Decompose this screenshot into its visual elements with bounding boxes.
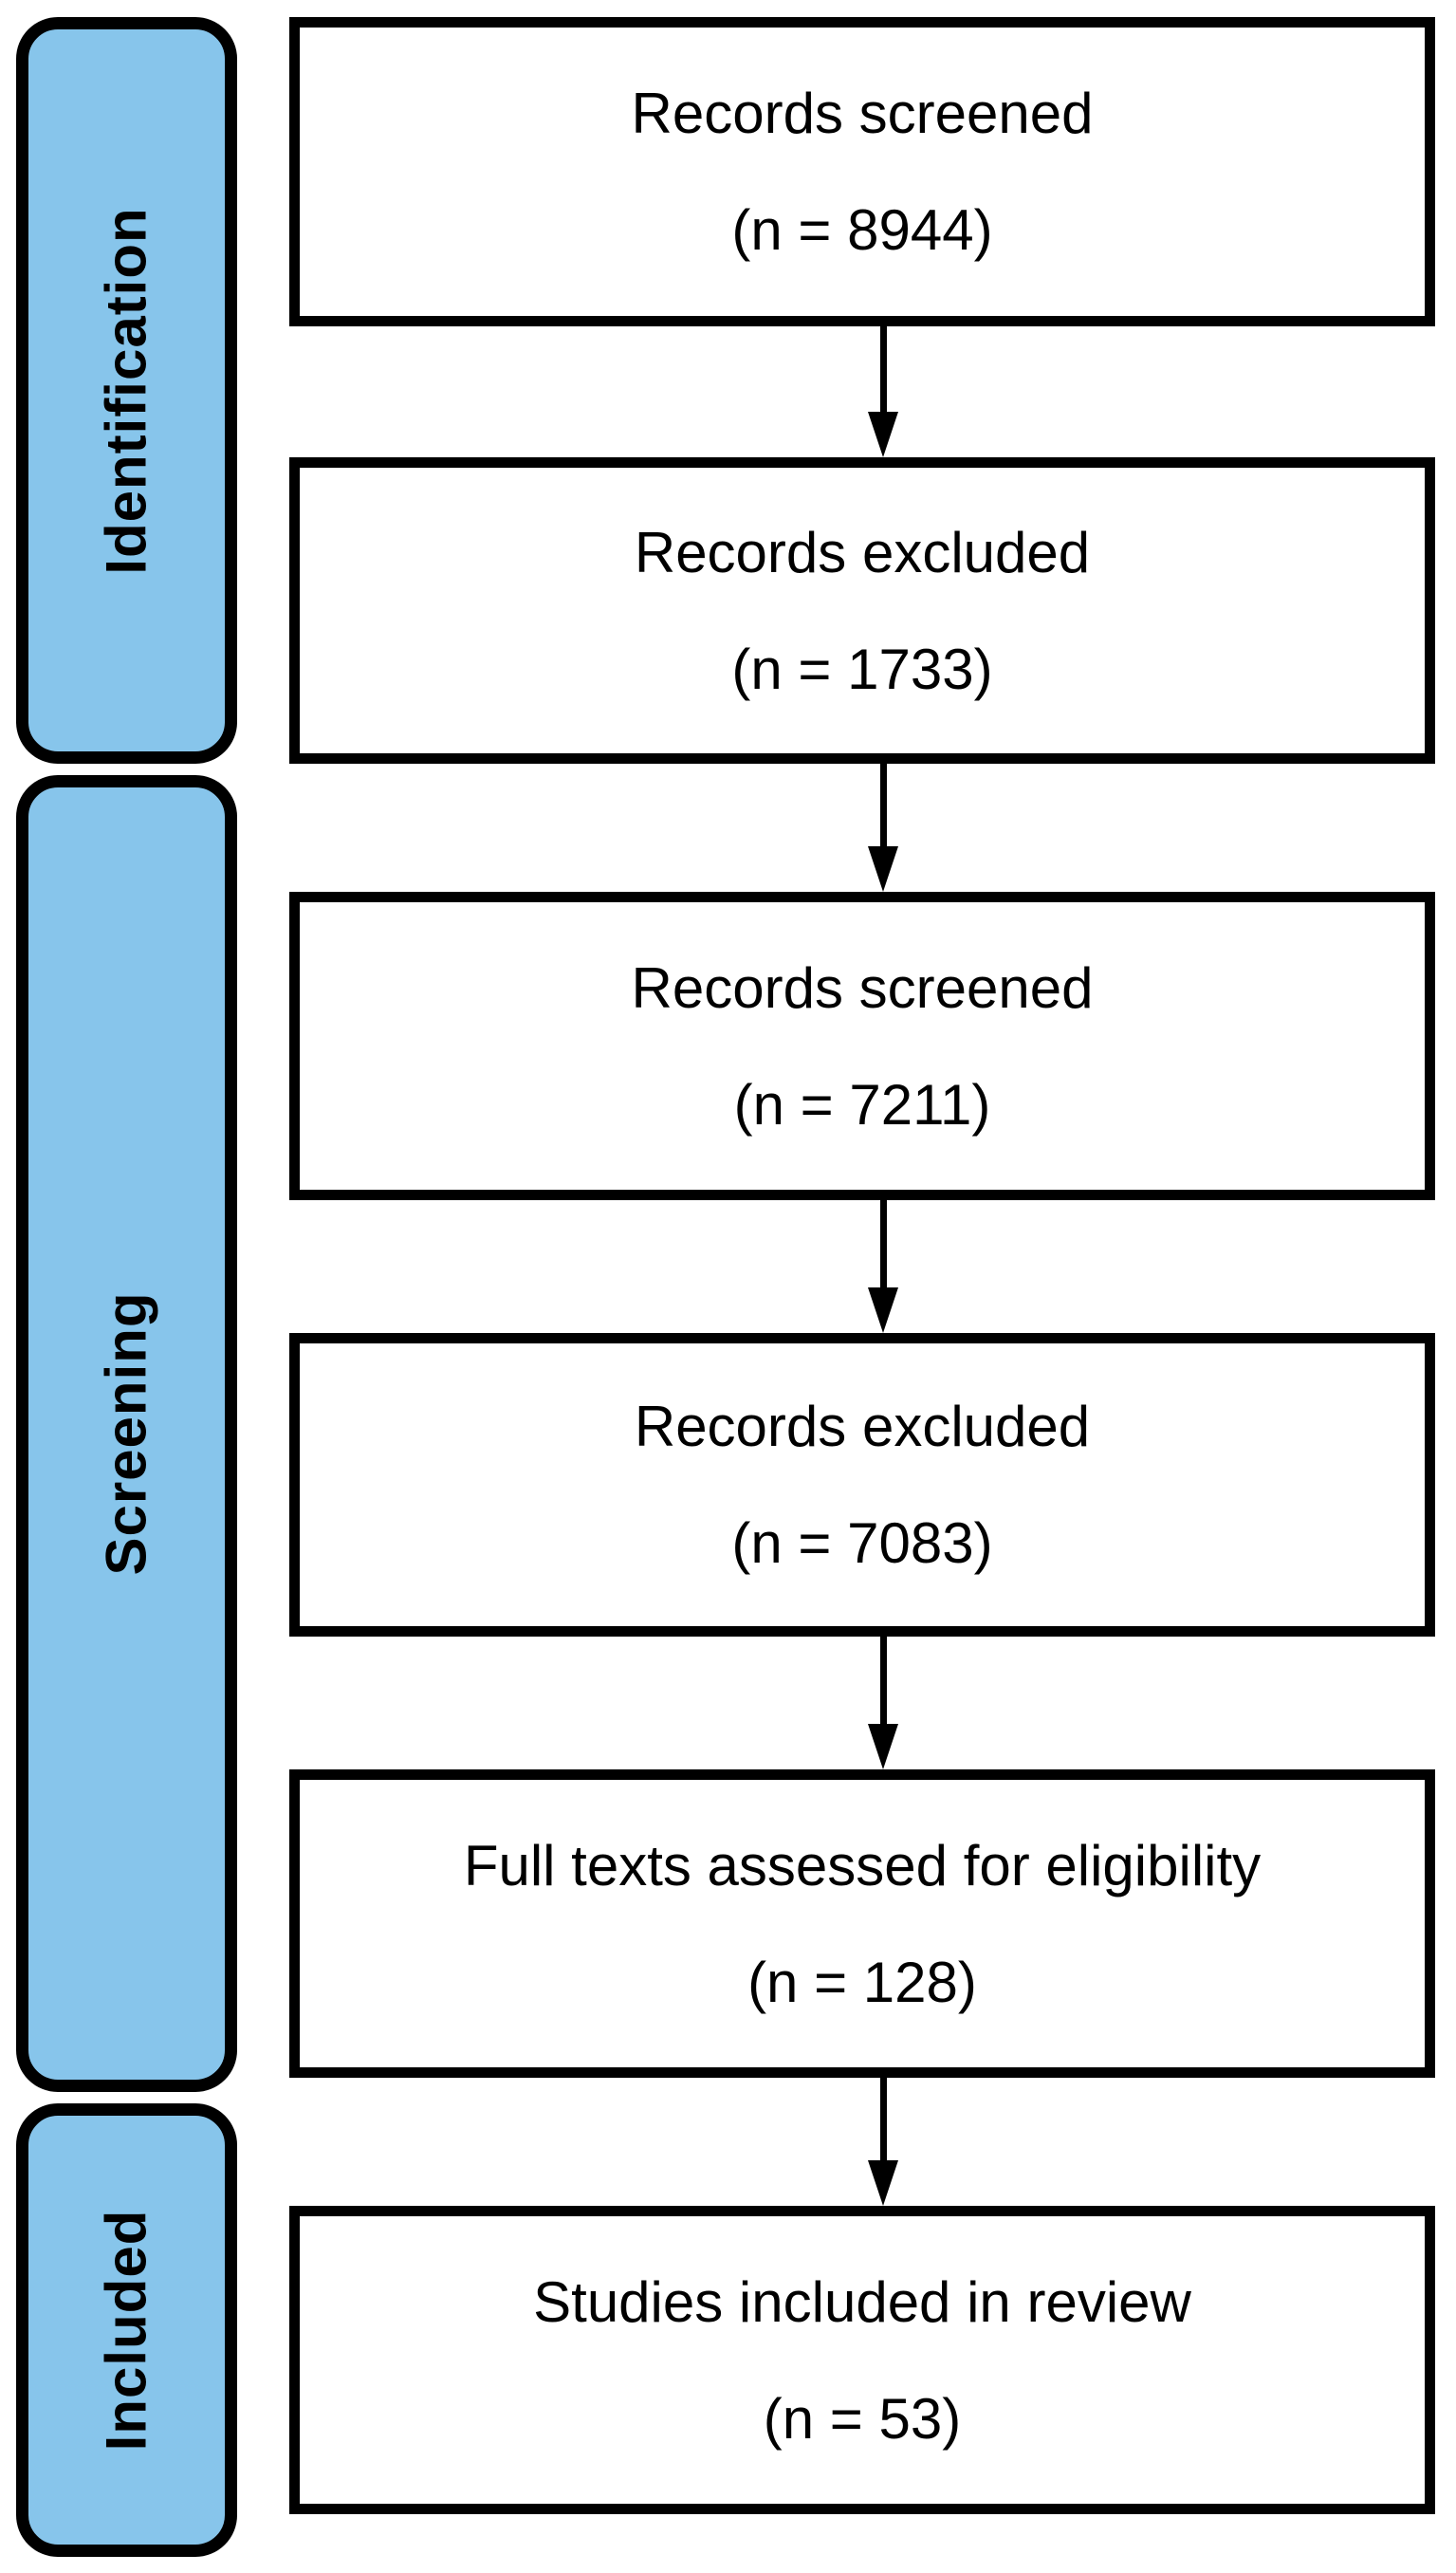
arrow-head — [868, 1287, 898, 1333]
flow-box-studies-included: Studies included in review (n = 53) — [289, 2206, 1435, 2514]
arrow-head — [868, 2160, 898, 2206]
arrow-down-icon — [868, 1637, 898, 1769]
flow-box-records-excluded-1: Records excluded (n = 1733) — [289, 457, 1435, 764]
flow-box-count: (n = 53) — [763, 2386, 962, 2451]
flow-box-records-excluded-2: Records excluded (n = 7083) — [289, 1333, 1435, 1637]
flow-box-full-texts-assessed: Full texts assessed for eligibility (n =… — [289, 1769, 1435, 2078]
stage-identification-label: Identification — [94, 206, 158, 575]
arrow-shaft — [880, 1200, 887, 1287]
stage-identification: Identification — [16, 17, 237, 764]
stage-included: Included — [16, 2103, 237, 2557]
arrow-down-icon — [868, 764, 898, 892]
flow-box-records-screened-1: Records screened (n = 8944) — [289, 17, 1435, 326]
arrow-shaft — [880, 1637, 887, 1724]
arrow-down-icon — [868, 326, 898, 457]
flow-box-count: (n = 7083) — [731, 1511, 993, 1575]
flow-box-title: Records screened — [631, 955, 1094, 1020]
arrow-head — [868, 1724, 898, 1769]
stage-included-label: Included — [94, 2209, 158, 2452]
flow-box-count: (n = 1733) — [731, 637, 993, 701]
arrow-head — [868, 412, 898, 457]
flow-box-count: (n = 8944) — [731, 198, 993, 262]
flow-box-title: Full texts assessed for eligibility — [463, 1833, 1262, 1897]
stage-screening-label: Screening — [94, 1291, 158, 1576]
flow-box-records-screened-2: Records screened (n = 7211) — [289, 892, 1435, 1200]
flow-box-title: Records screened — [631, 82, 1094, 145]
arrow-shaft — [880, 326, 887, 412]
flow-box-count: (n = 7211) — [733, 1072, 991, 1137]
arrow-shaft — [880, 2078, 887, 2160]
arrow-shaft — [880, 764, 887, 846]
stage-screening: Screening — [16, 775, 237, 2092]
arrow-head — [868, 846, 898, 892]
flow-box-title: Records excluded — [634, 1395, 1091, 1458]
arrow-down-icon — [868, 1200, 898, 1333]
flow-box-title: Studies included in review — [533, 2269, 1191, 2334]
flow-box-title: Records excluded — [634, 520, 1091, 584]
arrow-down-icon — [868, 2078, 898, 2206]
flow-box-count: (n = 128) — [747, 1950, 977, 2014]
